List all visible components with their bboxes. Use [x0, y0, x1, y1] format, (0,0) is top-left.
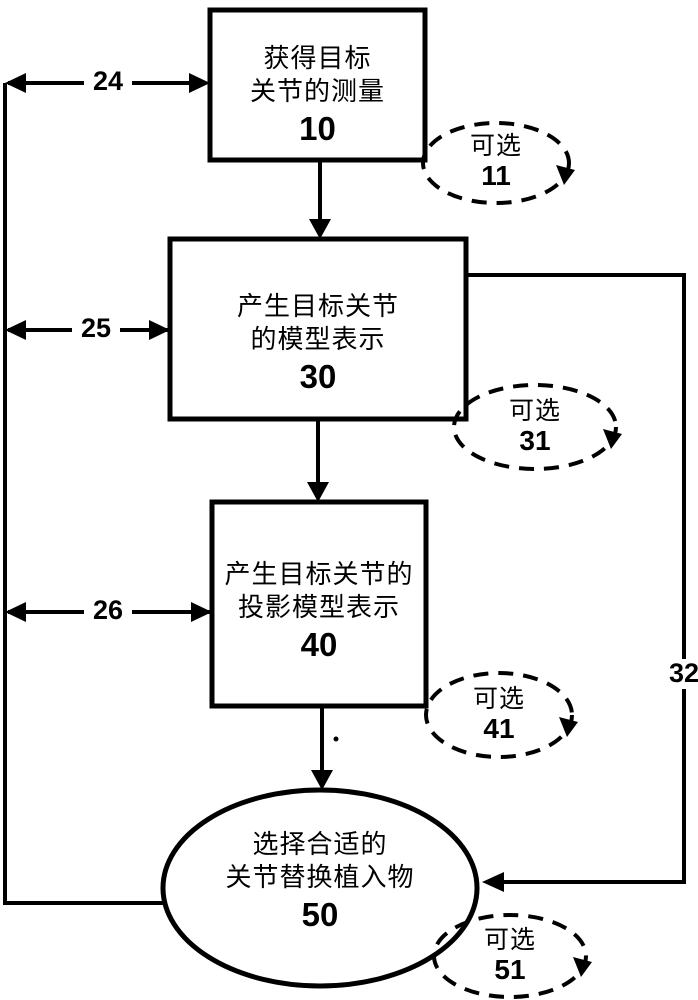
- optional-ellipse-41-label: 可选: [472, 685, 525, 713]
- double-arrow-24-right-head: [189, 73, 210, 93]
- process-box-30: [167, 236, 469, 422]
- optional-ellipse-31-text: 可选 31: [454, 396, 616, 457]
- terminal-ellipse-50-number: 50: [301, 895, 339, 933]
- double-arrow-26-right-head: [191, 602, 212, 622]
- optional-ellipse-51-arrowhead: [573, 957, 592, 977]
- process-box-40-line2: 投影模型表示: [237, 592, 400, 623]
- edge-label-24: 24: [84, 66, 132, 97]
- right-feedback-line-32: [466, 273, 686, 884]
- left-feedback-rail-line: [3, 83, 166, 905]
- terminal-ellipse-50: [160, 787, 480, 989]
- optional-ellipse-31-number: 31: [519, 425, 551, 456]
- process-box-30-line2: 的模型表示: [250, 324, 386, 355]
- process-box-10-number: 10: [299, 109, 336, 147]
- optional-ellipse-51: [432, 913, 588, 999]
- optional-ellipse-31: [452, 383, 618, 471]
- process-box-10-line1: 获得目标: [263, 43, 372, 73]
- process-box-30-number: 30: [299, 357, 337, 395]
- optional-ellipse-11-label: 可选: [469, 132, 522, 160]
- optional-ellipse-41: [424, 671, 574, 759]
- flow-arrow-30-40-head: [307, 482, 329, 502]
- optional-ellipse-41-number: 41: [483, 713, 515, 744]
- optional-ellipse-11-arrowhead: [556, 165, 575, 185]
- edge-label-32: 32: [666, 658, 698, 689]
- process-box-40-line1: 产生目标关节的: [224, 559, 414, 589]
- optional-ellipse-11-number: 11: [481, 160, 511, 191]
- double-arrow-24-left-head: [5, 73, 26, 93]
- terminal-ellipse-50-line2: 关节替换植入物: [225, 862, 415, 893]
- optional-ellipse-41-text: 可选 41: [426, 684, 572, 745]
- terminal-ellipse-50-line1: 选择合适的: [252, 829, 388, 859]
- optional-ellipse-51-number: 51: [494, 954, 526, 985]
- optional-ellipse-11: [421, 121, 571, 205]
- process-box-40-text: 产生目标关节的 投影模型表示 40: [212, 558, 426, 663]
- double-arrow-26-left-head: [5, 602, 26, 622]
- process-box-40: [209, 499, 429, 709]
- optional-ellipse-41-arrowhead: [559, 717, 578, 737]
- terminal-ellipse-50-text: 选择合适的 关节替换植入物 50: [163, 828, 477, 933]
- right-feedback-arrowhead: [482, 872, 504, 892]
- stray-dot: [333, 736, 339, 742]
- process-box-10-text: 获得目标 关节的测量 10: [210, 42, 425, 147]
- double-arrow-25-left-head: [5, 320, 26, 340]
- optional-ellipse-31-arrowhead: [603, 429, 622, 449]
- double-arrow-25-right-head: [149, 320, 170, 340]
- edge-label-26: 26: [84, 595, 132, 626]
- optional-ellipse-51-text: 可选 51: [434, 925, 586, 986]
- process-box-30-text: 产生目标关节 的模型表示 30: [170, 290, 466, 395]
- optional-ellipse-31-label: 可选: [508, 397, 561, 425]
- process-box-30-line1: 产生目标关节: [236, 291, 399, 321]
- flow-arrow-40-50-head: [311, 770, 333, 790]
- edge-label-25: 25: [72, 313, 120, 344]
- process-box-40-number: 40: [300, 625, 338, 663]
- flow-arrow-10-30-head: [309, 219, 331, 239]
- process-box-10: [207, 7, 428, 163]
- optional-ellipse-11-text: 可选 11: [423, 131, 569, 192]
- optional-ellipse-51-label: 可选: [483, 926, 536, 954]
- process-box-10-line2: 关节的测量: [249, 76, 385, 107]
